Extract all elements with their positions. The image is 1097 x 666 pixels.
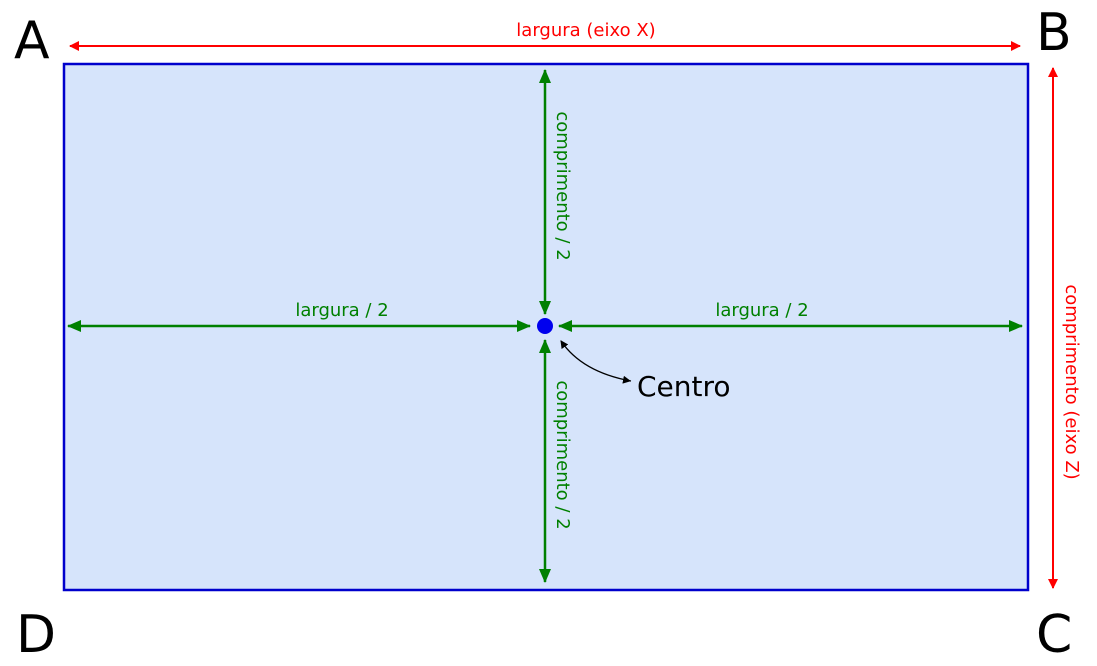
width-axis-label: largura (eixo X): [516, 20, 655, 41]
center-pointer-arrow: [560, 340, 632, 382]
half-length-top-label: comprimento / 2: [552, 111, 573, 260]
half-width-right-label: largura / 2: [715, 300, 808, 321]
center-label: Centro: [637, 370, 731, 403]
half-width-left-label: largura / 2: [295, 300, 388, 321]
corner-a-label: A: [14, 11, 50, 71]
corner-d-label: D: [16, 605, 56, 665]
half-length-bottom-label: comprimento / 2: [552, 380, 573, 529]
length-axis-label: comprimento (eixo Z): [1061, 284, 1082, 479]
corner-c-label: C: [1036, 605, 1072, 665]
center-point: [537, 318, 553, 334]
corner-b-label: B: [1036, 3, 1072, 63]
